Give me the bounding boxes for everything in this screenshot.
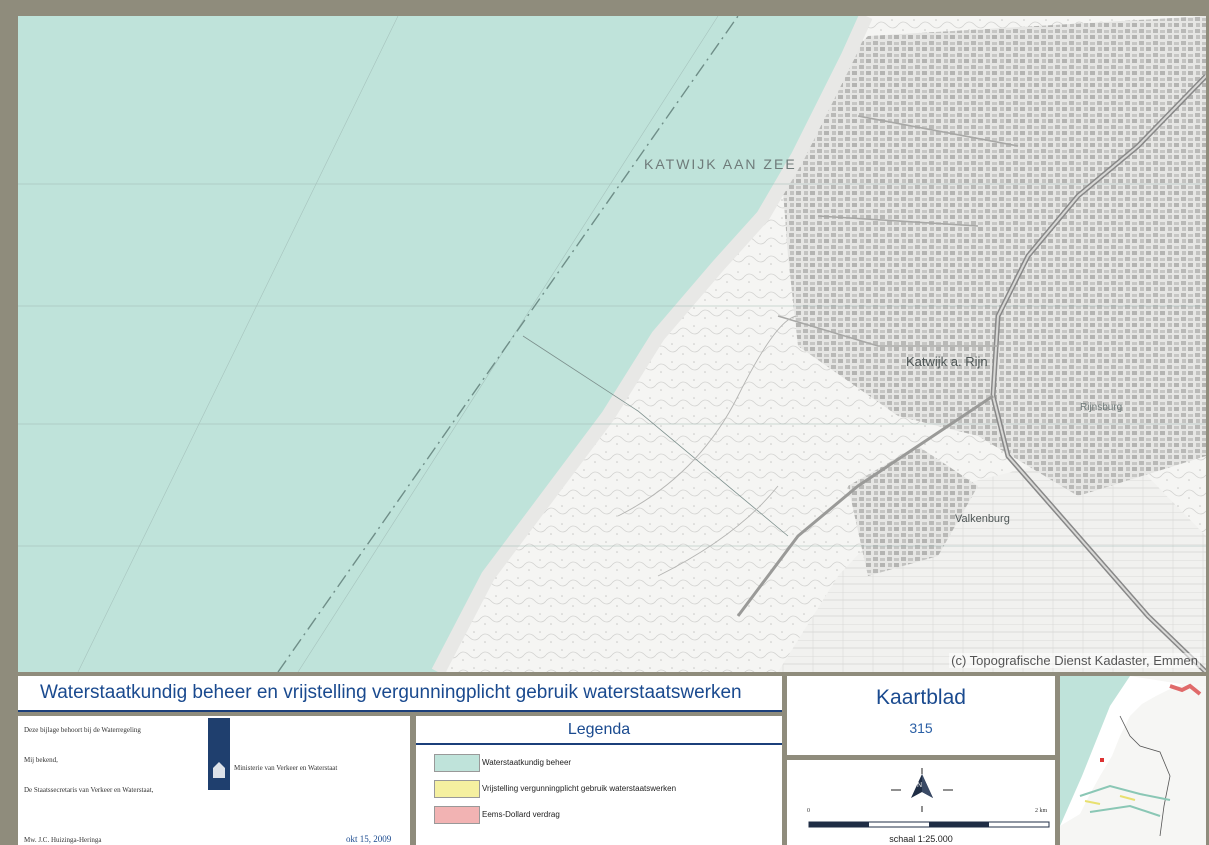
place-valkenburg: Valkenburg	[955, 513, 1010, 525]
beach	[431, 16, 873, 672]
legend-label-exemption: Vrijstelling vergunningplicht gebruik wa…	[482, 784, 677, 793]
map-canvas	[18, 16, 1206, 672]
boundary-line	[277, 16, 739, 672]
signature-date: okt 15, 2009	[346, 834, 392, 844]
scale-end: 2 km	[1035, 808, 1048, 814]
north-arrow-icon	[891, 768, 953, 812]
signature-block: Deze bijlage behoort bij de Waterregelin…	[18, 716, 410, 845]
legend: Legenda Waterstaatkundig beheer Vrijstel…	[416, 716, 782, 845]
legend-swatch-water-management	[434, 754, 480, 772]
map-title: Waterstaatkundig beheer en vrijstelling …	[40, 682, 742, 703]
legend-swatch-exemption	[434, 780, 480, 798]
legend-swatch-eems-dollard	[434, 806, 480, 824]
topographic-map[interactable]: KATWIJK AAN ZEE Katwijk a. Rijn Rijnsbur…	[18, 16, 1206, 672]
place-katwijk-aan-den-rijn: Katwijk a. Rijn	[906, 354, 988, 369]
compass-and-scalebar	[808, 768, 1050, 828]
urban-area	[778, 16, 1206, 496]
signature-line-3: De Staatssecretaris van Verkeer en Water…	[24, 786, 154, 794]
legend-label-water-management: Waterstaatkundig beheer	[482, 758, 572, 767]
title-bar: Waterstaatkundig beheer en vrijstelling …	[18, 676, 782, 712]
signatory-name: Mw. J.C. Huizinga-Heringa	[24, 836, 102, 844]
sheet-block: Kaartblad 315	[787, 676, 1055, 755]
signature-line-1: Deze bijlage behoort bij de Waterregelin…	[24, 726, 141, 734]
farmland-area	[778, 446, 1206, 672]
pipeline-line	[522, 335, 789, 537]
scale-bar-segment-1	[809, 822, 869, 827]
locator-map	[1060, 676, 1206, 845]
water-management-area	[18, 16, 866, 672]
netherlands-inset-map	[1060, 676, 1206, 845]
legend-label-eems-dollard: Eems-Dollard verdrag	[482, 810, 560, 819]
place-katwijk-aan-zee: KATWIJK AAN ZEE	[644, 156, 797, 172]
sheet-number: 315	[909, 720, 933, 736]
grid-lines-horizontal	[18, 183, 1206, 547]
legend-title: Legenda	[567, 721, 631, 738]
compass-north-label: N	[917, 782, 923, 789]
place-rijnsburg: Rijnsburg	[1080, 402, 1123, 413]
scale-start: 0	[807, 808, 810, 814]
local-roads	[777, 115, 1019, 347]
valkenburg-urban-area	[848, 446, 978, 576]
main-road	[736, 394, 994, 617]
signature-line-2: Mij bekend,	[24, 756, 58, 764]
scale-bar-segment-3	[929, 822, 989, 827]
legend-rule	[416, 743, 782, 745]
ministry-logo	[208, 718, 230, 790]
dune-paths	[617, 315, 799, 577]
ministry-name: Ministerie van Verkeer en Waterstaat	[234, 764, 338, 772]
scale-label: schaal 1:25.000	[889, 834, 953, 844]
scale-block: 0 2 km N schaal 1:25.000	[787, 760, 1055, 845]
map-copyright: (c) Topografische Dienst Kadaster, Emmen	[949, 653, 1200, 668]
sheet-title: Kaartblad	[876, 686, 966, 709]
highway-center	[991, 75, 1206, 672]
title-block: Waterstaatkundig beheer en vrijstelling …	[18, 676, 1206, 845]
